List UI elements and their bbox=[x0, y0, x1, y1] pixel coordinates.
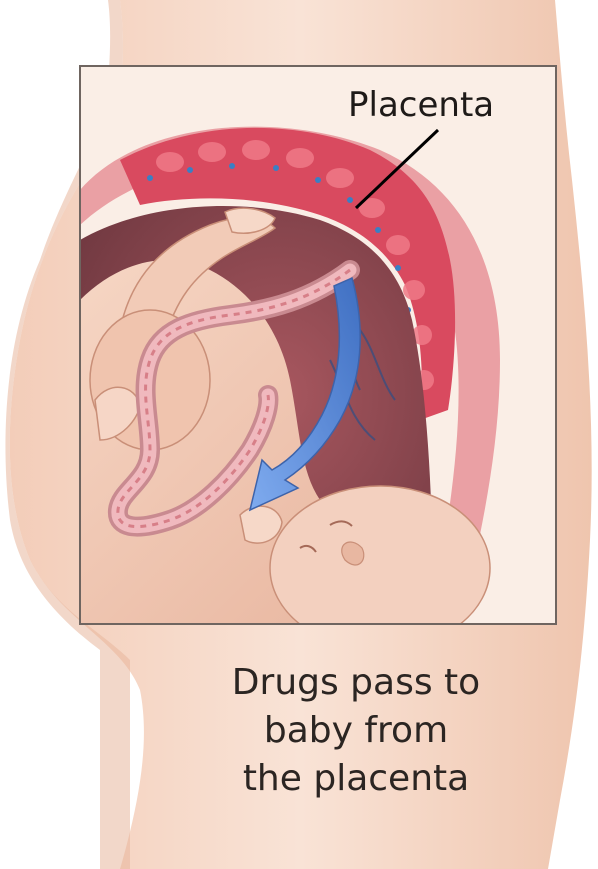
caption: Drugs pass to baby from the placenta bbox=[232, 662, 480, 799]
caption-line-2: baby from bbox=[264, 710, 448, 751]
womb-cross-section-inset bbox=[80, 66, 556, 650]
caption-line-1: Drugs pass to bbox=[232, 662, 480, 703]
placenta-label: Placenta bbox=[348, 85, 494, 125]
caption-line-3: the placenta bbox=[243, 758, 469, 799]
